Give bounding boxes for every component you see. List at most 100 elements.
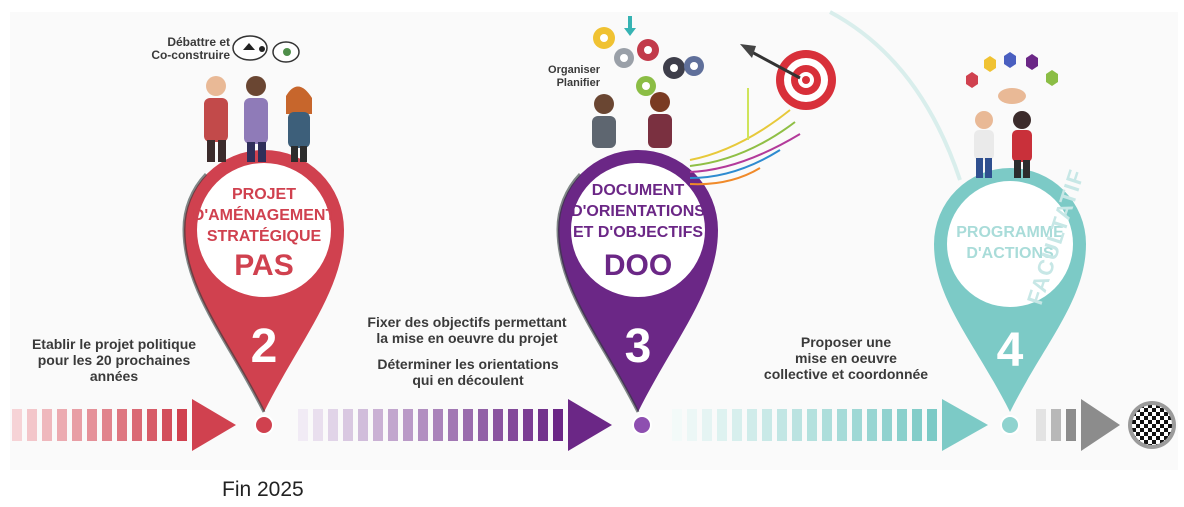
arrow-red-stripe <box>162 409 172 441</box>
fixer-line-2: la mise en oeuvre du projet <box>376 330 558 346</box>
proposer-line-1: Proposer une <box>800 334 892 350</box>
determiner-line-2: qui en découlent <box>412 372 524 388</box>
arrow-teal-stripe <box>702 409 712 441</box>
doo-title-line-2: D'ORIENTATIONS <box>571 203 705 220</box>
arrow-purple-stripe <box>508 409 518 441</box>
arrow-segment-teal <box>672 399 988 451</box>
arrow-red-stripe <box>87 409 97 441</box>
arrow-red-stripe <box>147 409 157 441</box>
arrow-teal-stripe <box>672 409 682 441</box>
arrow-teal-stripe <box>912 409 922 441</box>
target-illustration <box>689 44 836 186</box>
gears-illustration <box>592 16 704 148</box>
pin-programme <box>934 168 1086 435</box>
arrow-red-stripe <box>132 409 142 441</box>
arrow-teal-stripe <box>777 409 787 441</box>
etablir-line-2: pour les 20 prochaines <box>37 352 191 368</box>
arrow-purple-stripe <box>298 409 308 441</box>
cooperation-illustration <box>966 52 1058 178</box>
arrow-teal-stripe <box>837 409 847 441</box>
pas-title-line-1: PROJET <box>231 186 296 203</box>
arrow-grey-stripe <box>1066 409 1076 441</box>
proposer-text: Proposer une mise en oeuvre collective e… <box>748 334 944 382</box>
debattre-line-1: Débattre et <box>167 35 230 49</box>
arrow-purple-stripe <box>463 409 473 441</box>
arrow-teal-stripe <box>897 409 907 441</box>
fin-2025-label: Fin 2025 <box>222 478 304 501</box>
arrow-grey-stripe <box>1051 409 1061 441</box>
arrow-purple-stripe <box>478 409 488 441</box>
people-debate-illustration <box>204 35 312 162</box>
arrow-purple-stripe <box>373 409 383 441</box>
etablir-line-3: années <box>89 368 139 384</box>
programme-title-line-1: PROGRAMME <box>956 224 1064 241</box>
debattre-line-2: Co-construire <box>151 48 230 62</box>
arrow-purple-stripe <box>433 409 443 441</box>
fixer-line-1: Fixer des objectifs permettant <box>367 314 567 330</box>
pin-doo <box>556 150 718 435</box>
pas-abbr: PAS <box>234 249 294 282</box>
arrow-purple-stripe <box>358 409 368 441</box>
arrow-purple-stripe <box>343 409 353 441</box>
pas-step-number: 2 <box>250 320 278 373</box>
arrow-teal-stripe <box>852 409 862 441</box>
arrow-red-stripe <box>12 409 22 441</box>
arrow-purple-stripe <box>553 409 563 441</box>
arrow-purple-stripe <box>448 409 458 441</box>
arrow-teal-head <box>942 399 988 451</box>
etablir-text: Etablir le projet politique pour les 20 … <box>14 336 214 384</box>
arrow-purple-stripe <box>538 409 548 441</box>
fixer-text: Fixer des objectifs permettant la mise e… <box>352 314 582 346</box>
pin-programme-disc <box>947 181 1073 307</box>
proposer-line-2: mise en oeuvre <box>795 350 897 366</box>
pas-title: PROJET D'AMÉNAGEMENT STRATÉGIQUE <box>184 184 344 247</box>
arrow-purple-stripe <box>403 409 413 441</box>
arrow-segment-purple <box>298 399 612 451</box>
arrow-teal-stripe <box>882 409 892 441</box>
pas-title-line-3: STRATÉGIQUE <box>206 228 322 245</box>
checkered-disc <box>1132 405 1172 445</box>
arrow-purple-stripe <box>313 409 323 441</box>
programme-step-number: 4 <box>996 324 1024 377</box>
arrow-teal-stripe <box>687 409 697 441</box>
arrow-teal-stripe <box>822 409 832 441</box>
pas-title-line-2: D'AMÉNAGEMENT <box>192 207 336 224</box>
arrow-grey-stripe <box>1036 409 1046 441</box>
arrow-teal-stripe <box>747 409 757 441</box>
organiser-label: Organiser Planifier <box>520 64 600 90</box>
doo-title: DOCUMENT D'ORIENTATIONS ET D'OBJECTIFS <box>558 180 718 243</box>
arrow-red-head <box>192 399 236 451</box>
arrow-segment-grey <box>1036 399 1120 451</box>
arrow-teal-stripe <box>792 409 802 441</box>
arrow-red-stripe <box>72 409 82 441</box>
arrow-purple-stripe <box>388 409 398 441</box>
pin-doo-disc <box>571 163 705 297</box>
arrow-teal-stripe <box>807 409 817 441</box>
arrow-teal-stripe <box>732 409 742 441</box>
arrow-red-stripe <box>102 409 112 441</box>
arrow-purple-head <box>568 399 612 451</box>
arrow-teal-stripe <box>867 409 877 441</box>
arrow-red-stripe <box>117 409 127 441</box>
doo-abbr: DOO <box>603 249 673 282</box>
arrow-grey-head <box>1081 399 1120 451</box>
arrow-red-stripe <box>177 409 187 441</box>
arrow-teal-stripe <box>927 409 937 441</box>
doo-title-line-1: DOCUMENT <box>591 182 685 199</box>
arrow-teal-stripe <box>762 409 772 441</box>
organiser-line-2: Planifier <box>556 77 600 89</box>
determiner-text: Déterminer les orientations qui en décou… <box>362 356 574 388</box>
programme-marker <box>1000 415 1020 435</box>
arrow-red-stripe <box>42 409 52 441</box>
organiser-line-1: Organiser <box>548 64 600 76</box>
pin-pas <box>182 150 344 435</box>
determiner-line-1: Déterminer les orientations <box>377 356 559 372</box>
pin-pas-disc <box>197 163 331 297</box>
arrow-purple-stripe <box>523 409 533 441</box>
arrow-segment-red <box>12 399 236 451</box>
doo-title-line-3: ET D'OBJECTIFS <box>572 224 704 241</box>
arrow-purple-stripe <box>418 409 428 441</box>
arrow-red-stripe <box>27 409 37 441</box>
arrow-purple-stripe <box>328 409 338 441</box>
